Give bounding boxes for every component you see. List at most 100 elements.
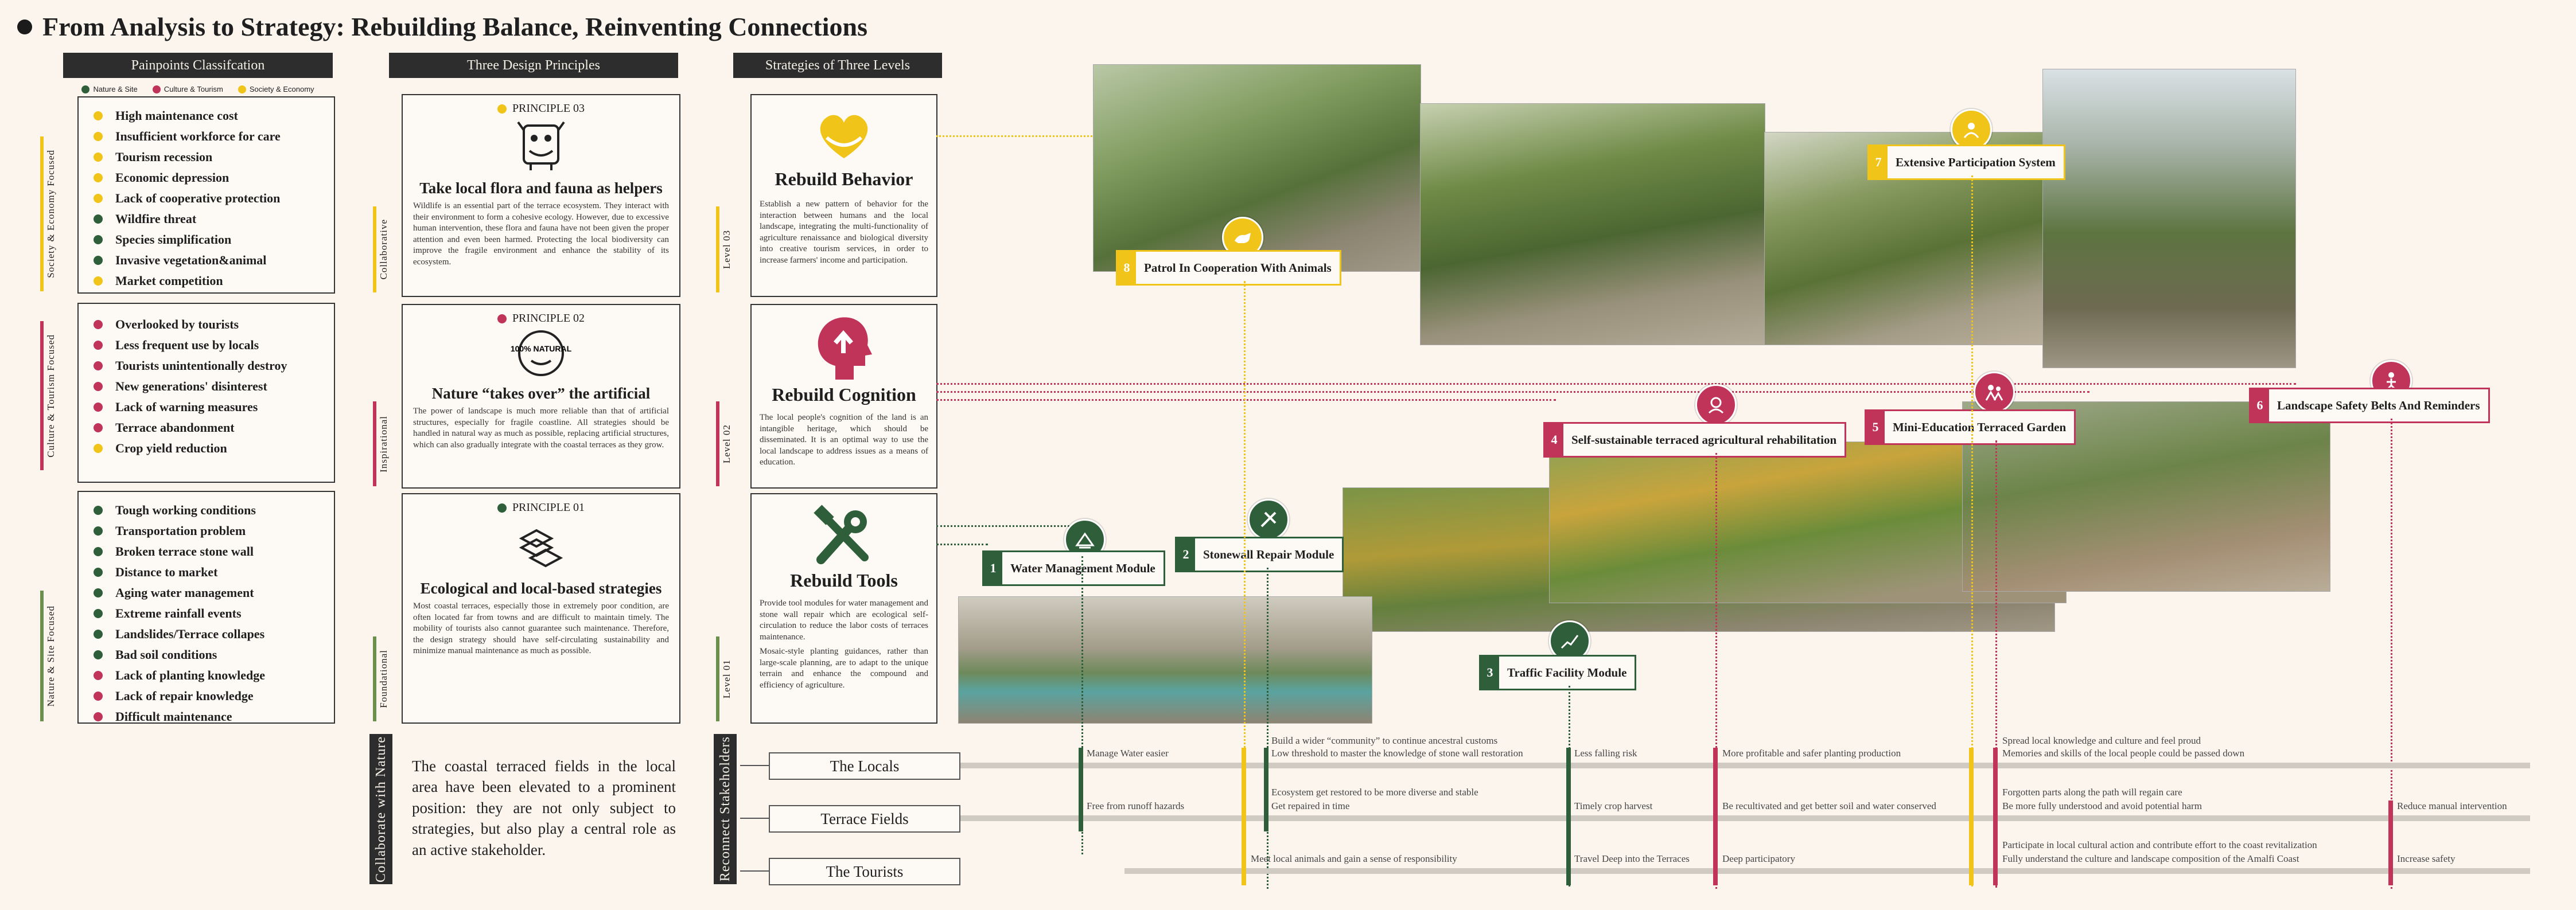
culture-dot-icon	[94, 423, 103, 432]
painpoint-text: Distance to market	[115, 565, 218, 579]
painpoint-item: Lack of repair knowledge	[79, 686, 334, 706]
annotation: Deep participatory	[1722, 853, 1795, 864]
culture-dot-icon	[94, 671, 103, 680]
painpoint-list-culture: Overlooked by tourists Less frequent use…	[79, 304, 334, 459]
painpoint-item: Extreme rainfall events	[79, 603, 334, 624]
principle-body: Most coastal terraces, especially those …	[413, 602, 669, 655]
painpoint-item: Market competition	[79, 271, 334, 291]
module-text: Self-sustainable terraced agricultural r…	[1571, 432, 1837, 447]
module-text: Traffic Facility Module	[1507, 665, 1627, 679]
society-dot-icon	[94, 276, 103, 286]
annotation: Free from runoff hazards	[1087, 800, 1185, 811]
track-terrace	[878, 815, 2530, 821]
photo-olive-grove	[1420, 103, 1765, 345]
nature-dot-icon	[94, 526, 103, 536]
side-inspirational-inner: Inspirational	[376, 401, 391, 486]
strategy-body: Provide tool modules for water managemen…	[760, 599, 928, 642]
painpoint-text: Lack of warning measures	[115, 400, 258, 414]
painpoint-text: Less frequent use by locals	[115, 338, 259, 352]
annotation: Spread local knowledge and culture and f…	[2002, 735, 2201, 746]
society-dot-icon	[94, 132, 103, 141]
photo-coastal-cliff	[2042, 69, 2296, 368]
painpoint-text: Lack of cooperative protection	[115, 191, 281, 205]
principle-03-card: PRINCIPLE 03 Take local flora and fauna …	[402, 94, 680, 297]
level-03-inner: Level 03	[719, 206, 734, 292]
impact-bar-education	[1993, 748, 1998, 885]
nature-dot-icon	[94, 609, 103, 618]
painpoint-text: High maintenance cost	[115, 108, 238, 123]
band-nature-label: Nature & Site Focused	[45, 605, 56, 707]
module-number: 1	[984, 552, 1002, 584]
impact-bar-participation	[1969, 748, 1974, 885]
painpoint-text: Market competition	[115, 274, 223, 288]
nature-dot-icon	[94, 256, 103, 265]
side-inspirational-label: Inspirational	[378, 415, 389, 472]
nature-dot-icon	[81, 85, 90, 93]
strategy-body: The local people's cognition of the land…	[760, 413, 928, 467]
band-culture-inner: Culture & Tourism Focused	[44, 321, 59, 470]
track-tourists	[1124, 868, 2530, 874]
painpoint-item: Transportation problem	[79, 521, 334, 541]
principle-tag: PRINCIPLE 03	[403, 102, 679, 115]
painpoint-text: Broken terrace stone wall	[115, 544, 254, 559]
drop-line-8	[1244, 281, 1246, 883]
annotation: Manage Water easier	[1087, 748, 1169, 759]
painpoint-text: Species simplification	[115, 232, 232, 247]
strategy-title: Rebuild Cognition	[772, 384, 916, 405]
module-number: 6	[2251, 389, 2269, 421]
annotation: Forgotten parts along the path will rega…	[2002, 787, 2182, 798]
band-nature-inner: Nature & Site Focused	[44, 591, 59, 721]
nature-dot-icon	[94, 214, 103, 224]
painpoint-item: High maintenance cost	[79, 106, 334, 126]
strategy-body: Establish a new pattern of behavior for …	[760, 200, 928, 265]
nature-dot-icon	[94, 568, 103, 577]
impact-bar-agri	[1713, 748, 1718, 885]
stakeholder-tourists: The Tourists	[769, 858, 960, 885]
annotation: Less falling risk	[1574, 748, 1637, 759]
painpoint-text: Overlooked by tourists	[115, 317, 239, 331]
level-01-connector-a	[936, 525, 1080, 527]
title-bullet-icon	[17, 19, 32, 34]
painpoints-legend: Nature & Site Culture & Tourism Society …	[63, 85, 333, 93]
level-02-connector-a	[936, 383, 2296, 385]
principle-title: Nature “takes over” the artificial	[431, 385, 651, 402]
painpoint-item: Bad soil conditions	[79, 645, 334, 665]
culture-dot-icon	[94, 403, 103, 412]
painpoint-item: Tourism recession	[79, 147, 334, 167]
legend-nature-label: Nature & Site	[93, 85, 138, 93]
principles-header: Three Design Principles	[389, 53, 678, 78]
annotation: Reduce manual intervention	[2397, 800, 2507, 811]
nature-dot-icon	[94, 650, 103, 659]
module-number: 7	[1869, 146, 1888, 178]
painpoint-text: Insufficient workforce for care	[115, 129, 281, 143]
culture-dot-icon	[94, 712, 103, 721]
painpoint-item: Species simplification	[79, 229, 334, 250]
painpoint-text: Tourism recession	[115, 150, 213, 164]
annotation: Participate in local cultural action and…	[2002, 839, 2317, 850]
level-01-label: Level 01	[721, 659, 732, 698]
legend-nature: Nature & Site	[81, 85, 138, 93]
track-locals	[958, 763, 2530, 768]
annotation: Ecosystem get restored to be more divers…	[1271, 787, 1478, 798]
hands-plant-icon	[403, 518, 679, 575]
painpoint-list-society: High maintenance cost Insufficient workf…	[79, 97, 334, 291]
painpoint-item: Lack of planting knowledge	[79, 665, 334, 686]
painpoint-item: Landslides/Terrace collapes	[79, 624, 334, 645]
painpoint-text: Economic depression	[115, 170, 229, 185]
strategy-cognition-card: Rebuild Cognition The local people's cog…	[750, 304, 937, 489]
strategy-body-2: Mosaic-style planting guidances, rather …	[760, 647, 928, 690]
page-title: From Analysis to Strategy: Rebuilding Ba…	[17, 11, 867, 42]
education-garden-icon	[1974, 372, 2015, 413]
module-text: Patrol In Cooperation With Animals	[1144, 260, 1332, 275]
painpoint-text: Wildfire threat	[115, 212, 197, 226]
painpoint-item: Tough working conditions	[79, 500, 334, 521]
society-dot-icon	[94, 444, 103, 453]
painpoint-text: Extreme rainfall events	[115, 606, 242, 620]
annotation: Travel Deep into the Terraces	[1574, 853, 1690, 864]
painpoint-item: Broken terrace stone wall	[79, 541, 334, 562]
